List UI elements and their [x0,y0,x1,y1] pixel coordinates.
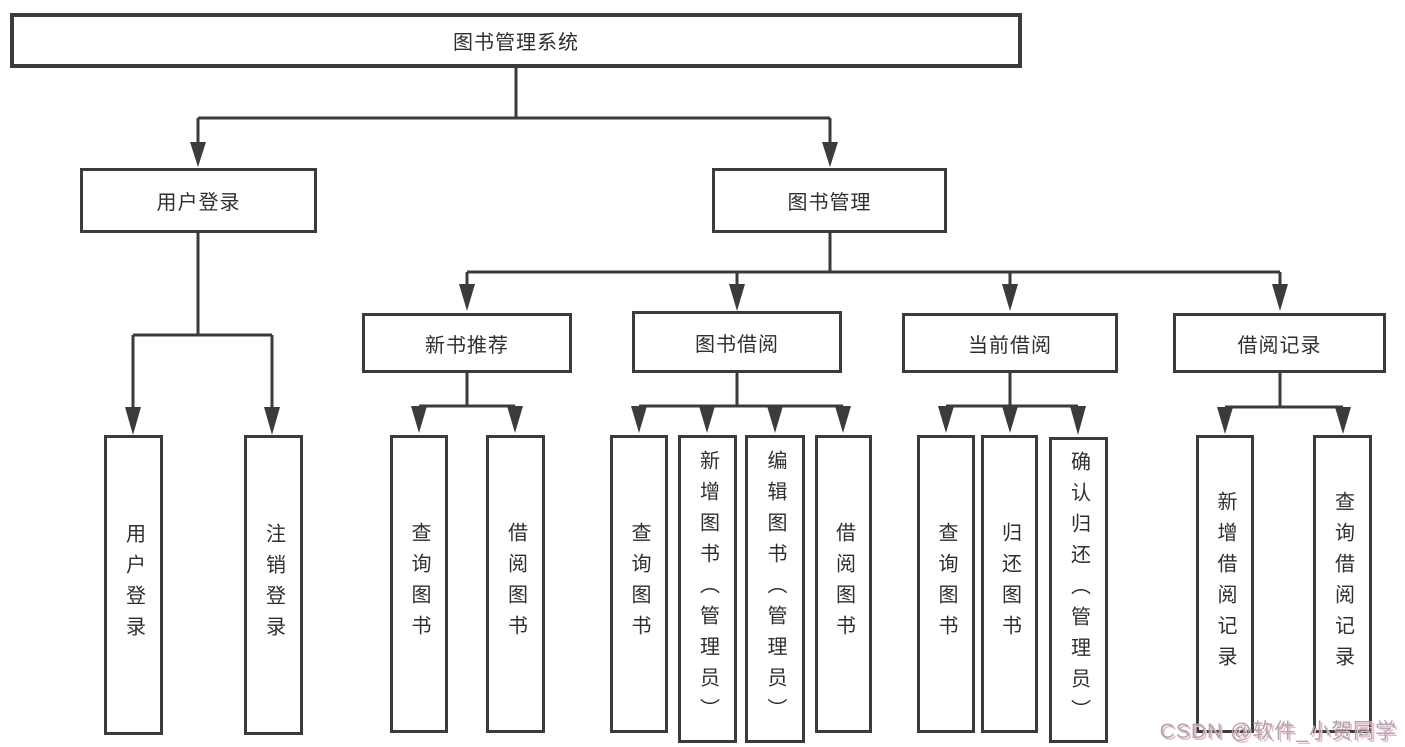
leaf-query-borrow-record: 查询借阅记录 [1313,435,1372,733]
leaf-confirm-return-admin: 确认归还（管理员） [1049,437,1108,743]
node-label: 图书管理 [787,192,872,214]
node-label: 图书借阅 [695,333,779,356]
arrowheads [125,142,1351,435]
node-user-login: 用户登录 [80,168,317,233]
leaf-user-login: 用户登录 [104,435,163,735]
node-new-book-recommend: 新书推荐 [362,313,572,373]
leaf-label: 借阅图书 [504,522,527,646]
node-current-borrow: 当前借阅 [902,313,1118,373]
leaf-query-books-1: 查询图书 [390,435,448,733]
node-library-system: 图书管理系统 [10,13,1022,68]
leaf-label: 新增借阅记录 [1214,491,1236,677]
node-label: 新书推荐 [425,334,509,357]
csdn-watermark: CSDN @软件_小贺同学 [1159,720,1397,743]
node-borrow-records: 借阅记录 [1173,313,1386,373]
leaf-label: 查询借阅记录 [1331,491,1354,677]
leaf-query-books-2: 查询图书 [610,435,668,733]
leaf-label: 查询图书 [628,522,650,646]
leaf-label: 编辑图书（管理员） [764,449,786,729]
leaf-borrow-books-2: 借阅图书 [815,435,872,733]
node-label: 用户登录 [156,192,241,214]
node-book-management: 图书管理 [712,168,947,233]
leaf-label: 查询图书 [935,522,957,646]
node-label: 借阅记录 [1237,334,1322,357]
leaf-label: 注销登录 [262,523,285,647]
leaf-borrow-books-1: 借阅图书 [486,435,545,733]
leaf-edit-books-admin: 编辑图书（管理员） [745,435,805,743]
node-book-borrow: 图书借阅 [632,311,842,373]
leaf-add-books-admin: 新增图书（管理员） [678,435,737,743]
leaf-label: 新增图书（管理员） [696,449,719,729]
leaf-logout: 注销登录 [244,435,303,735]
leaf-label: 归还图书 [998,522,1021,646]
leaf-label: 确认归还（管理员） [1067,450,1090,730]
node-label: 当前借阅 [968,334,1052,357]
node-label: 图书管理系统 [453,32,579,54]
leaf-label: 借阅图书 [832,522,855,646]
leaf-return-books: 归还图书 [981,435,1038,733]
leaf-label: 查询图书 [408,522,430,646]
leaf-query-books-3: 查询图书 [917,435,975,733]
leaf-label: 用户登录 [122,523,145,647]
leaf-add-borrow-record: 新增借阅记录 [1196,435,1254,733]
